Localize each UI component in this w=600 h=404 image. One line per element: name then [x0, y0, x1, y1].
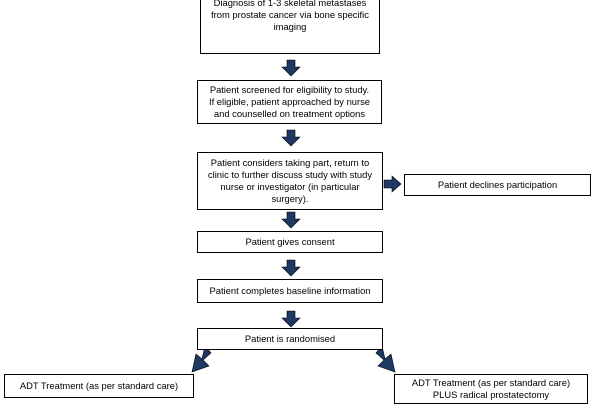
down-arrow-5: [281, 310, 301, 328]
diagonal-arrow-right: [375, 345, 396, 373]
box-considers: Patient considers taking part, return to…: [197, 152, 383, 210]
box-declines: Patient declines participation: [404, 174, 591, 196]
box-adt-standard: ADT Treatment (as per standard care): [4, 374, 194, 398]
box-screened: Patient screened for eligibility to stud…: [197, 80, 382, 124]
right-arrow-declines: [383, 175, 402, 193]
box-baseline: Patient completes baseline information: [197, 279, 383, 303]
down-arrow-1: [281, 59, 301, 77]
down-arrow-4: [281, 259, 301, 277]
box-adt-plus: ADT Treatment (as per standard care) PLU…: [394, 374, 588, 404]
box-diagnosis: Diagnosis of 1-3 skeletal metastases fro…: [200, 0, 380, 54]
box-consent: Patient gives consent: [197, 231, 383, 253]
down-arrow-3: [281, 211, 301, 229]
down-arrow-2: [281, 129, 301, 147]
box-randomised: Patient is randomised: [197, 328, 383, 350]
diagonal-arrow-left: [191, 345, 212, 373]
